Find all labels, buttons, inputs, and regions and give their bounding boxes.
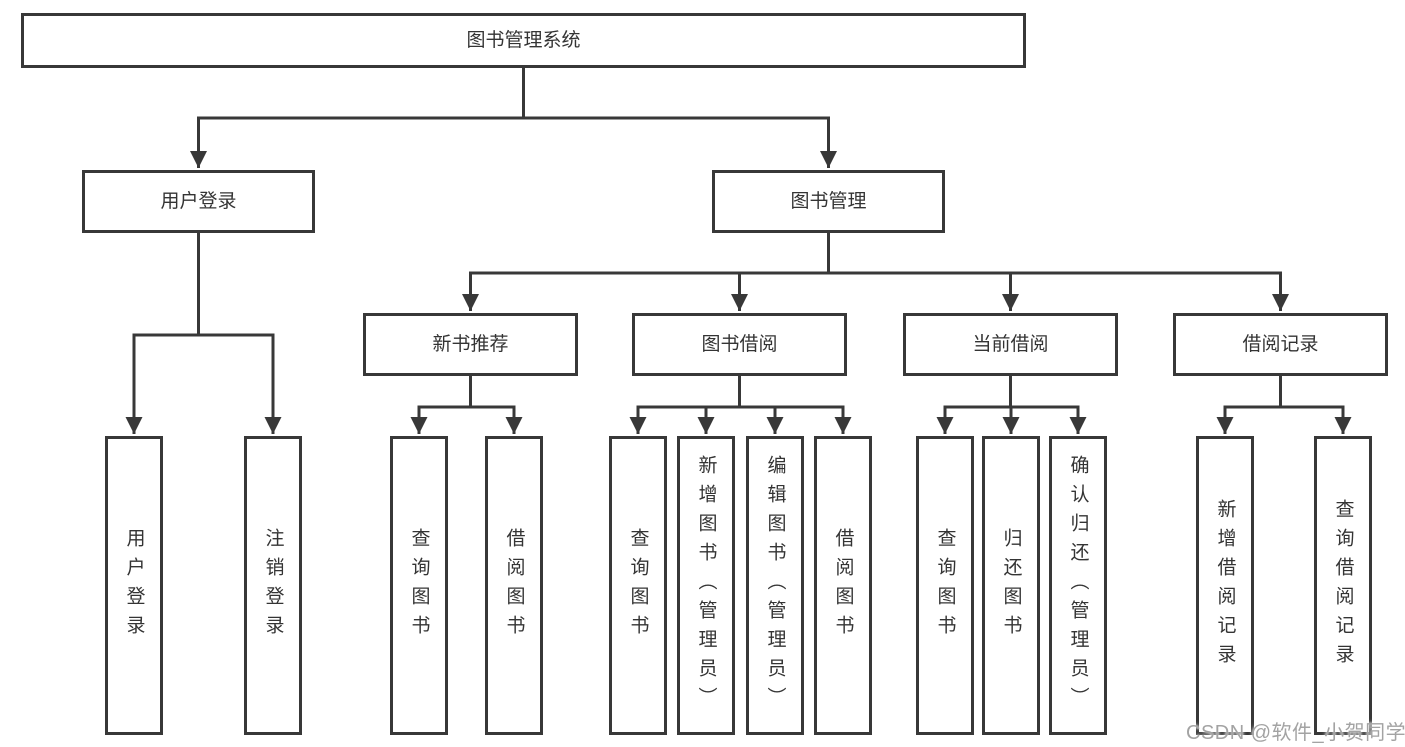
node-borrow-records-label: 借阅记录 bbox=[1242, 334, 1319, 355]
connector-user-login-split bbox=[132, 231, 275, 337]
leaf-edit-book-admin: 编辑图书（管理员） bbox=[746, 436, 804, 735]
node-new-book-recommend-label: 新书推荐 bbox=[432, 334, 509, 355]
node-book-borrow-label: 图书借阅 bbox=[701, 334, 778, 355]
leaf-logout: 注销登录 bbox=[244, 436, 302, 735]
node-current-borrow-label: 当前借阅 bbox=[972, 334, 1049, 355]
node-borrow-records: 借阅记录 bbox=[1173, 313, 1388, 376]
connector-root-split bbox=[197, 66, 830, 120]
connector-current-borrow-split bbox=[943, 374, 1080, 409]
node-new-book-recommend: 新书推荐 bbox=[363, 313, 578, 376]
node-system-root-label: 图书管理系统 bbox=[466, 30, 581, 51]
leaf-add-borrow-record: 新增借阅记录 bbox=[1196, 436, 1254, 735]
watermark: CSDN @软件_小贺同学 bbox=[1186, 722, 1405, 744]
node-user-login-label: 用户登录 bbox=[160, 191, 237, 212]
leaf-borrow-books-recommend: 借阅图书 bbox=[485, 436, 543, 735]
connector-book-management-split bbox=[469, 231, 1282, 275]
leaf-query-books-recommend: 查询图书 bbox=[390, 436, 448, 735]
node-book-borrow: 图书借阅 bbox=[632, 313, 847, 376]
leaf-confirm-return-admin: 确认归还（管理员） bbox=[1049, 436, 1107, 735]
connector-new-book-split bbox=[417, 374, 516, 409]
node-user-login: 用户登录 bbox=[82, 170, 315, 233]
node-book-management-label: 图书管理 bbox=[790, 191, 867, 212]
leaf-query-books-current: 查询图书 bbox=[916, 436, 974, 735]
connector-book-borrow-split bbox=[636, 374, 845, 409]
connector-borrow-records-split bbox=[1223, 374, 1345, 409]
node-system-root: 图书管理系统 bbox=[21, 13, 1026, 68]
node-book-management: 图书管理 bbox=[712, 170, 945, 233]
leaf-query-borrow-record: 查询借阅记录 bbox=[1314, 436, 1372, 735]
leaf-borrow-books-borrow: 借阅图书 bbox=[814, 436, 872, 735]
leaf-user-login: 用户登录 bbox=[105, 436, 163, 735]
node-current-borrow: 当前借阅 bbox=[903, 313, 1118, 376]
leaf-return-books: 归还图书 bbox=[982, 436, 1040, 735]
leaf-add-book-admin: 新增图书（管理员） bbox=[677, 436, 735, 735]
leaf-query-books-borrow: 查询图书 bbox=[609, 436, 667, 735]
